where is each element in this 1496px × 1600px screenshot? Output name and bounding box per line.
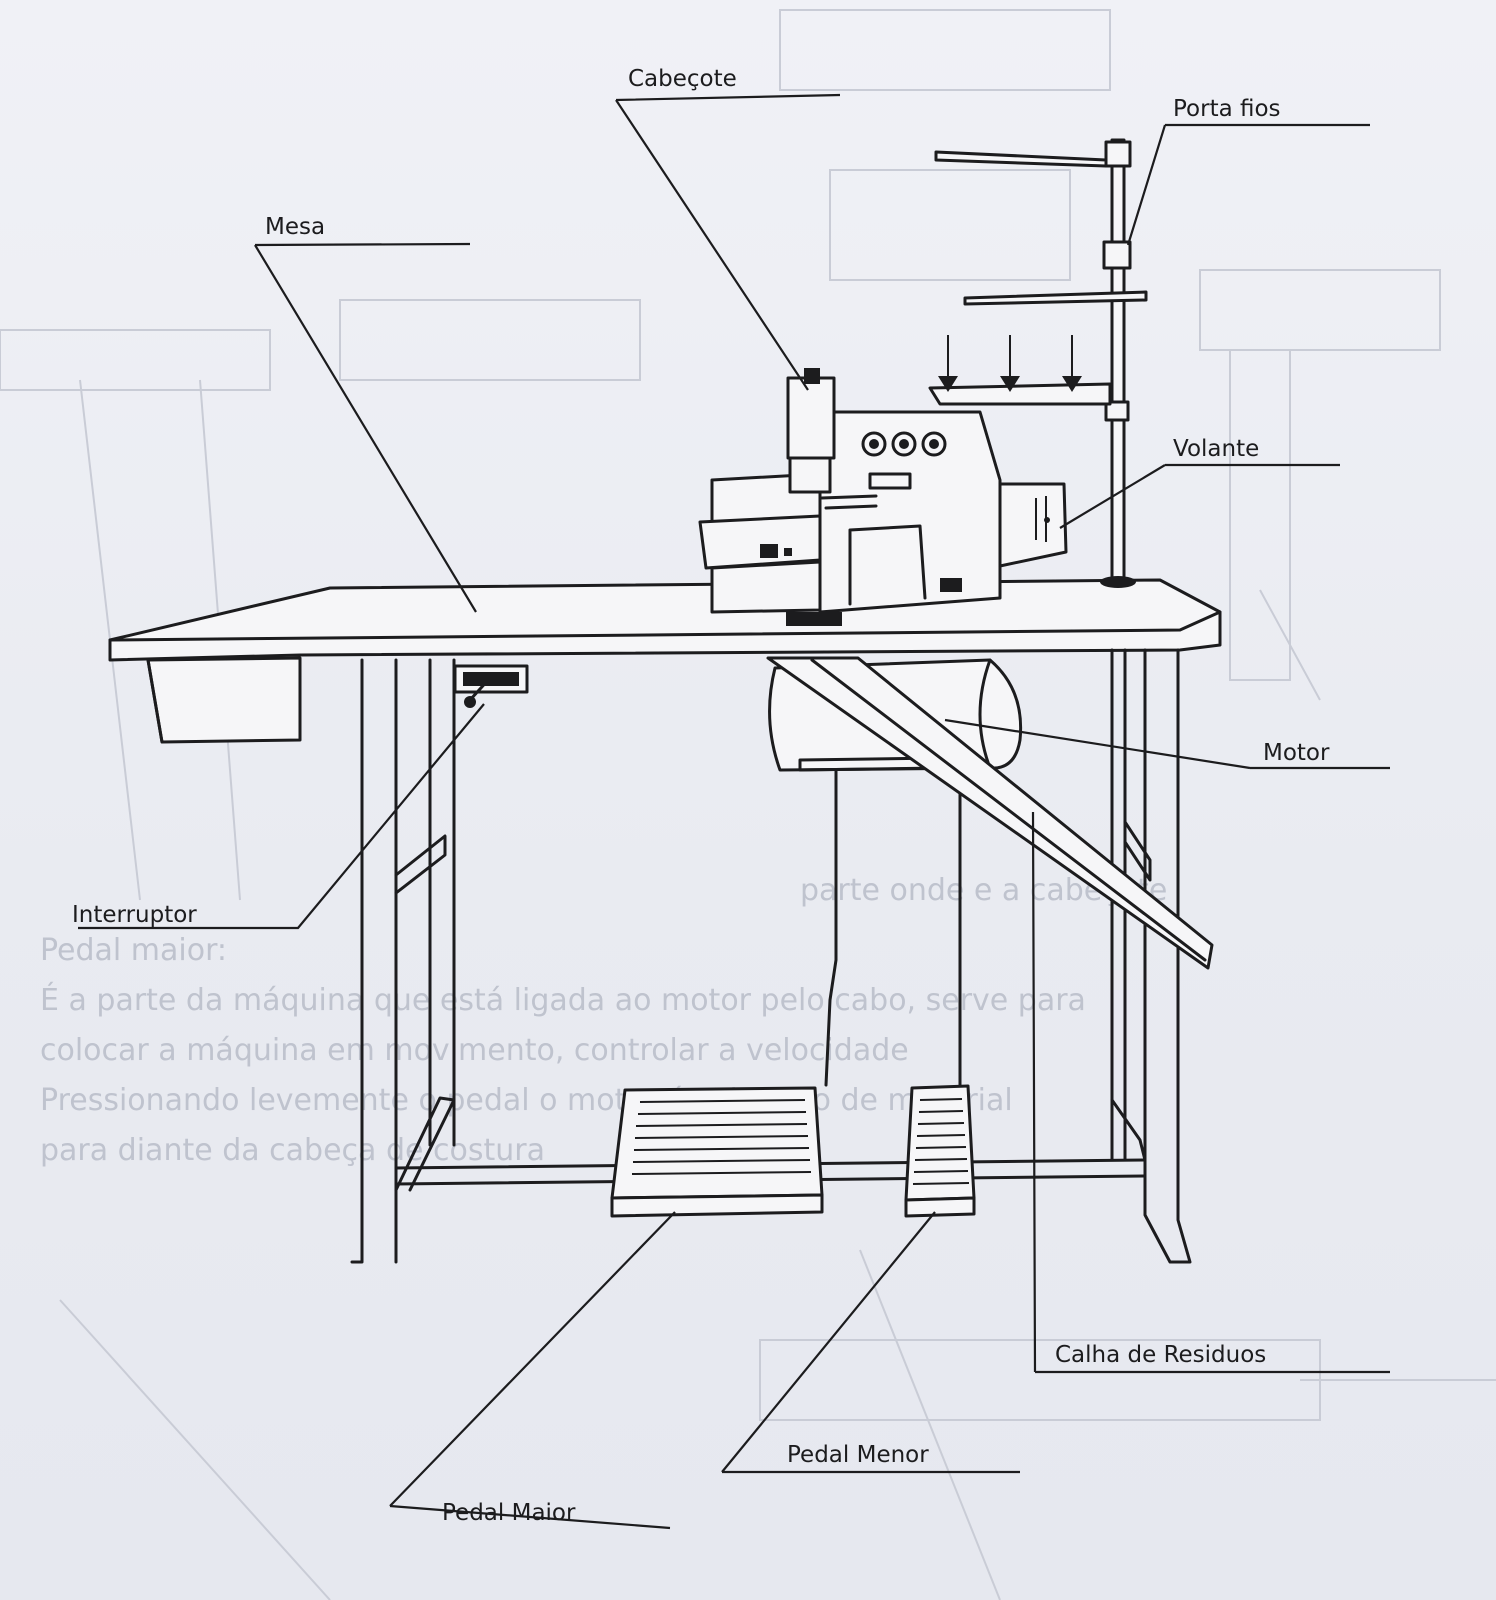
labels: Cabeçote Porta fios Mesa Volante Motor I…	[72, 66, 1330, 1526]
svg-text:Pressionando levemente o pedal: Pressionando levemente o pedal o motor é…	[40, 1083, 1013, 1118]
label-porta-fios: Porta fios	[1173, 96, 1281, 122]
svg-text:colocar a máquina em movimento: colocar a máquina em movimento, controla…	[40, 1033, 909, 1068]
leader-cabecote	[615, 93, 841, 391]
label-pedal-menor: Pedal Menor	[787, 1442, 929, 1468]
label-pedal-maior: Pedal Maior	[442, 1500, 576, 1526]
pedals	[610, 1084, 976, 1218]
label-volante: Volante	[1173, 436, 1259, 462]
machine-head	[698, 368, 1068, 626]
bleed-through: parte onde e a cabeçote Pedal maior: É a…	[0, 9, 1496, 1600]
label-motor: Motor	[1263, 740, 1330, 766]
leader-pedal-menor	[721, 1211, 1020, 1474]
leader-volante	[1059, 463, 1340, 529]
label-interruptor: Interruptor	[72, 902, 197, 928]
leader-motor	[944, 718, 1390, 770]
leader-interruptor	[78, 703, 485, 930]
svg-text:Pedal maior:: Pedal maior:	[40, 933, 227, 968]
leader-lines	[78, 93, 1390, 1530]
label-cabecote: Cabeçote	[628, 66, 737, 92]
leader-calha	[1031, 811, 1390, 1374]
waste-chute	[766, 656, 1214, 970]
label-mesa: Mesa	[265, 214, 325, 240]
leader-mesa	[254, 242, 477, 613]
thread-stand	[928, 138, 1148, 588]
leader-pedal-maior	[389, 1211, 676, 1530]
svg-text:É a parte da máquina que está: É a parte da máquina que está ligada ao …	[40, 982, 1086, 1018]
svg-text:para diante da cabeça de costu: para diante da cabeça de costura	[40, 1133, 545, 1168]
label-calha-de-residuos: Calha de Residuos	[1055, 1342, 1266, 1368]
leader-porta-fios	[1126, 123, 1370, 246]
